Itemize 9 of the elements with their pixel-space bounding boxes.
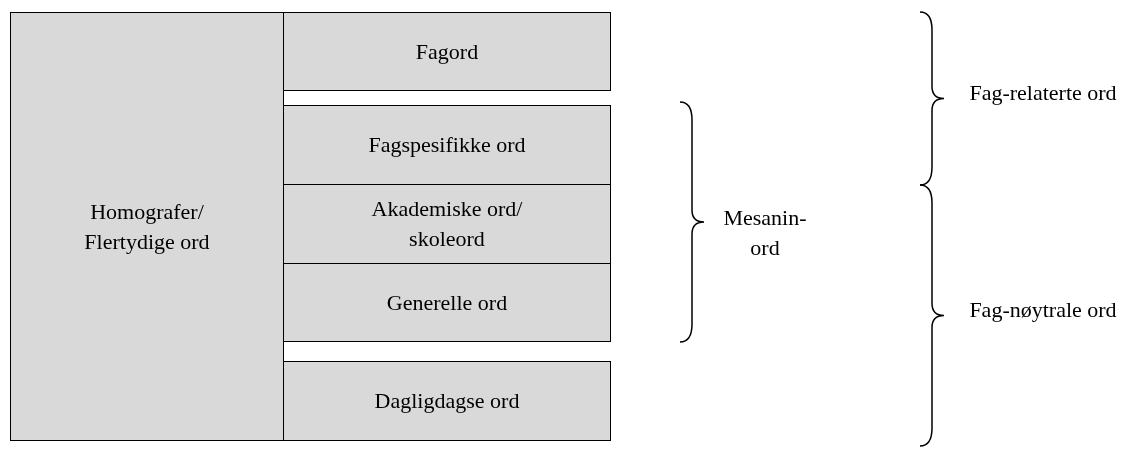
- group-label: Fag-relaterte ord: [968, 79, 1118, 107]
- group-label: Mesanin- ord: [722, 204, 808, 262]
- word-category-box: Fagspesifikke ord: [283, 105, 611, 185]
- word-category-box: Akademiske ord/ skoleord: [283, 184, 611, 264]
- word-category-box: Generelle ord: [283, 263, 611, 342]
- group-label: Fag-nøytrale ord: [968, 296, 1118, 324]
- word-category-box: Fagord: [283, 12, 611, 91]
- word-category-box: Dagligdagse ord: [283, 361, 611, 441]
- word-category-box: Homografer/ Flertydige ord: [10, 12, 284, 441]
